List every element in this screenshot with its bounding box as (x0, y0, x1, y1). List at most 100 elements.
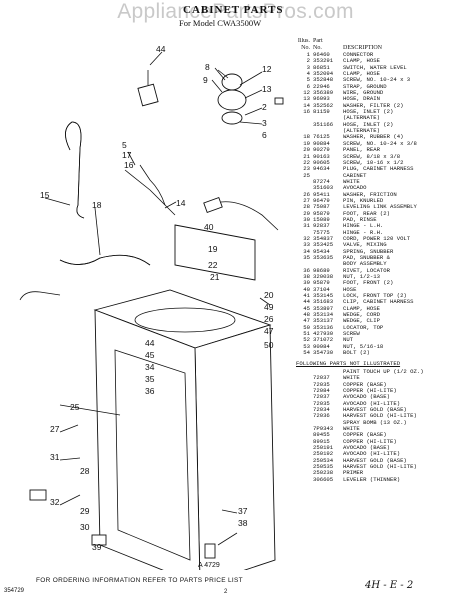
part-number: 352094 (313, 71, 334, 78)
part-illus-number: 21 (303, 153, 310, 160)
part-number: 72037 (313, 394, 330, 401)
part-number: 87274 (313, 178, 330, 185)
part-description: NUT, 5/16-18 (343, 343, 384, 350)
header-illus: Illus. (297, 38, 310, 44)
part-illus-number: 4 (306, 71, 310, 78)
part-illus-number: 3 (306, 64, 310, 71)
part-description: BOLT (2) (343, 350, 370, 357)
part-description: VALVE, MIXING (343, 242, 387, 249)
header-partno: No. (313, 45, 322, 51)
part-description: WASHER, RUBBER (4) (343, 134, 404, 141)
part-number: 22946 (313, 83, 330, 90)
part-description: PRIMER (343, 470, 364, 477)
not-illustrated-row: 72037 WHITE (296, 375, 468, 381)
not-illustrated-row: PAINT TOUCH UP (1/2 OZ.) (296, 369, 468, 375)
part-description: LEVELER (THINNER) (343, 476, 401, 483)
part-description: STRAP, GROUND (343, 83, 387, 90)
part-number: 95879 (313, 210, 330, 217)
part-illus-number: 36 (303, 267, 310, 274)
part-illus-number: 38 (303, 274, 310, 281)
part-number: 72035 (313, 381, 330, 388)
part-description: PAD, RINSE (343, 216, 377, 223)
part-description: WHITE (343, 425, 360, 432)
part-description: LEVELING LINK ASSEMBLY (343, 204, 417, 211)
part-number: 306605 (313, 476, 334, 483)
header-no: No. (301, 45, 310, 51)
cabinet-harness-plug-part (203, 196, 223, 214)
part-number: 81159 (313, 109, 330, 116)
part-row: 87274 WHITE (296, 179, 468, 185)
part-illus-number: 53 (303, 343, 310, 350)
part-number: 90279 (313, 147, 330, 154)
part-number: 72035 (313, 400, 330, 407)
part-illus-number: 18 (303, 134, 310, 141)
part-number: 96093 (313, 96, 330, 103)
not-illustrated-row: 306605 LEVELER (THINNER) (296, 477, 468, 483)
water-level-switch-part (217, 69, 247, 125)
part-row: (ALTERNATE) (296, 115, 468, 121)
part-illus-number: 34 (303, 248, 310, 255)
part-description: HINGE - R.H. (343, 229, 384, 236)
part-illus-number: 29 (303, 210, 310, 217)
part-illus-number: 27 (303, 197, 310, 204)
part-description: NUT (343, 337, 354, 344)
part-description: COPPER (HI-LITE) (343, 438, 397, 445)
part-number: 92837 (313, 223, 330, 230)
parts-list-header: Illus. Part (296, 38, 468, 45)
part-description: CLAMP, HOSE (343, 58, 380, 65)
watermark: AppliancePartsPros.com (117, 0, 354, 23)
part-number: 250192 (313, 451, 334, 458)
part-illus-number: 26 (303, 191, 310, 198)
part-number: 250191 (313, 444, 334, 451)
part-description: WHITE (343, 375, 360, 382)
part-number: 250238 (313, 470, 334, 477)
cabinet-part (93, 289, 276, 570)
part-number: 352848 (313, 77, 334, 84)
part-illus-number: 45 (303, 305, 310, 312)
part-description: CORD, POWER 120 VOLT (343, 235, 411, 242)
model-subtitle: For Model CWA3500W (179, 18, 262, 28)
part-illus-number: 50 (303, 324, 310, 331)
part-description: SCREW (343, 331, 360, 338)
power-cord-part (19, 291, 61, 301)
part-description: LOCATOR, TOP (343, 324, 384, 331)
part-illus-number: 6 (306, 83, 310, 90)
not-illustrated-heading: FOLLOWING PARTS NOT ILLUSTRATED (296, 359, 401, 367)
part-number: 86851 (313, 64, 330, 71)
leveling-link-part (59, 404, 121, 416)
part-illus-number: 5 (306, 77, 310, 84)
part-description: CLAMP, HOSE (343, 305, 380, 312)
part-description: WASHER, FILTER (2) (343, 102, 404, 109)
part-number: 96460 (313, 52, 330, 58)
diagram-code: A 4729 (198, 562, 220, 569)
part-description: RIVET, LOCATOR (343, 267, 390, 274)
part-row: BODY ASSEMBLY (296, 261, 468, 267)
part-description: PAINT TOUCH UP (1/2 OZ.) (343, 368, 424, 375)
part-description: COPPER (BASE) (343, 432, 387, 439)
page-title: CABINET PARTS (183, 4, 284, 16)
part-number: 72037 (313, 375, 330, 382)
part-description: COPPER (BASE) (343, 381, 387, 388)
part-description: WHITE (343, 178, 360, 185)
part-number: 95411 (313, 191, 330, 198)
part-description: WEDGE, CLIP (343, 318, 380, 325)
part-number: 250534 (313, 457, 334, 464)
part-illus-number: 44 (303, 299, 310, 306)
part-illus-number: 30 (303, 216, 310, 223)
